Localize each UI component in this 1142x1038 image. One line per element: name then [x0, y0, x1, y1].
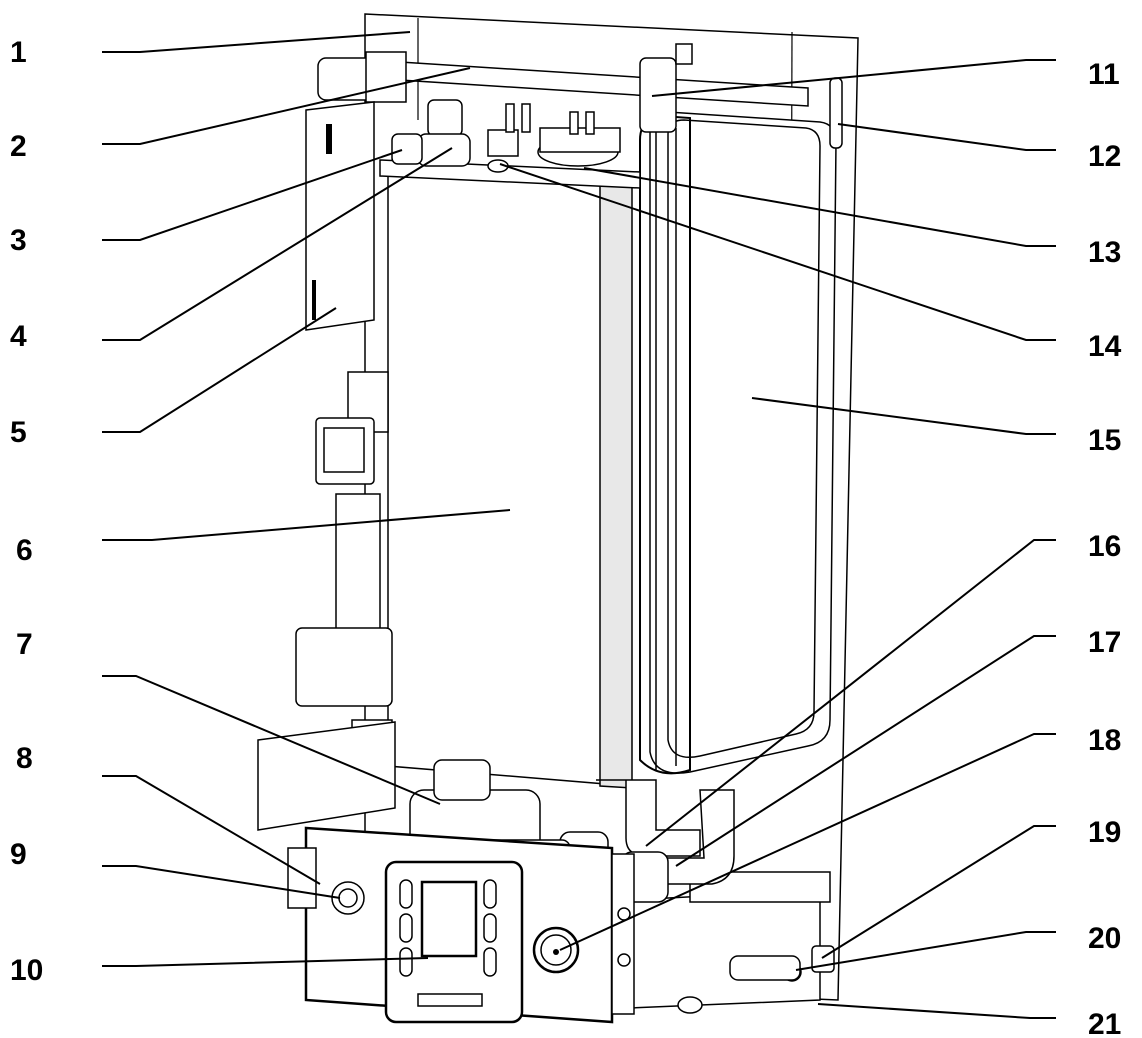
bottom-tray	[629, 889, 821, 1009]
terminal-d	[585, 111, 595, 135]
callout-1: 1	[10, 36, 27, 69]
lcd-display	[420, 880, 478, 958]
callout-6: 6	[16, 534, 33, 567]
callout-13: 13	[1088, 236, 1121, 269]
heating-element-head	[539, 127, 621, 153]
pipe-fitting	[391, 133, 423, 165]
thermostat	[487, 129, 519, 157]
callout-2: 2	[10, 130, 27, 163]
heat-cell-body	[387, 171, 631, 787]
callout-20: 20	[1088, 922, 1121, 955]
terminal-b	[521, 103, 531, 133]
pump-head	[433, 759, 491, 801]
button-l2	[399, 913, 413, 943]
panel-screw-b	[617, 953, 631, 967]
panel-side	[611, 853, 635, 1015]
pressure-sensor	[427, 99, 463, 137]
module-slot-a	[326, 124, 332, 154]
callout-11: 11	[1088, 58, 1120, 91]
reset-knob-inner	[338, 888, 358, 908]
callout-4: 4	[10, 320, 27, 353]
callout-9: 9	[10, 838, 27, 871]
callout-7: 7	[16, 628, 33, 661]
terminal-strip-top	[365, 51, 407, 103]
leader-lines	[102, 31, 1056, 1019]
callout-16: 16	[1088, 530, 1121, 563]
heat-cell-top	[379, 159, 641, 189]
flow-sensor	[417, 133, 471, 167]
button-r1	[483, 879, 497, 909]
terminal-c	[569, 111, 579, 135]
drain-valve	[811, 945, 835, 973]
lower-tray	[257, 721, 396, 831]
callout-5: 5	[10, 416, 27, 449]
callouts-left: 1 2 3 4 5 6 7 8 9 10	[10, 36, 43, 987]
module-slot-b	[312, 280, 316, 320]
callouts-right: 11 12 13 14 15 16 17 18 19 20 21	[1088, 58, 1122, 1038]
heat-cell-side	[599, 183, 633, 789]
button-r2	[483, 913, 497, 943]
callout-15: 15	[1088, 424, 1121, 457]
inlet-pipe	[729, 955, 801, 981]
callout-3: 3	[10, 224, 27, 257]
transformer-core	[323, 427, 365, 473]
callout-10: 10	[10, 954, 43, 987]
button-r3	[483, 947, 497, 977]
terminal-a	[505, 103, 515, 133]
callout-12: 12	[1088, 140, 1121, 173]
contactor	[295, 627, 393, 707]
bracket-slot	[829, 77, 843, 149]
callout-18: 18	[1088, 724, 1121, 757]
button-l1	[399, 879, 413, 909]
callout-17: 17	[1088, 626, 1121, 659]
pressure-gauge-pin	[553, 949, 559, 955]
button-l3	[399, 947, 413, 977]
callout-8: 8	[16, 742, 33, 775]
display-grille	[417, 993, 483, 1007]
terminal-block-2	[335, 493, 381, 635]
callout-19: 19	[1088, 816, 1121, 849]
panel-hinge	[287, 847, 317, 909]
callout-21: 21	[1088, 1008, 1121, 1038]
callout-14: 14	[1088, 330, 1122, 363]
air-vent-cap	[675, 43, 693, 65]
foot	[677, 996, 703, 1014]
expansion-vessel-front	[667, 119, 821, 758]
